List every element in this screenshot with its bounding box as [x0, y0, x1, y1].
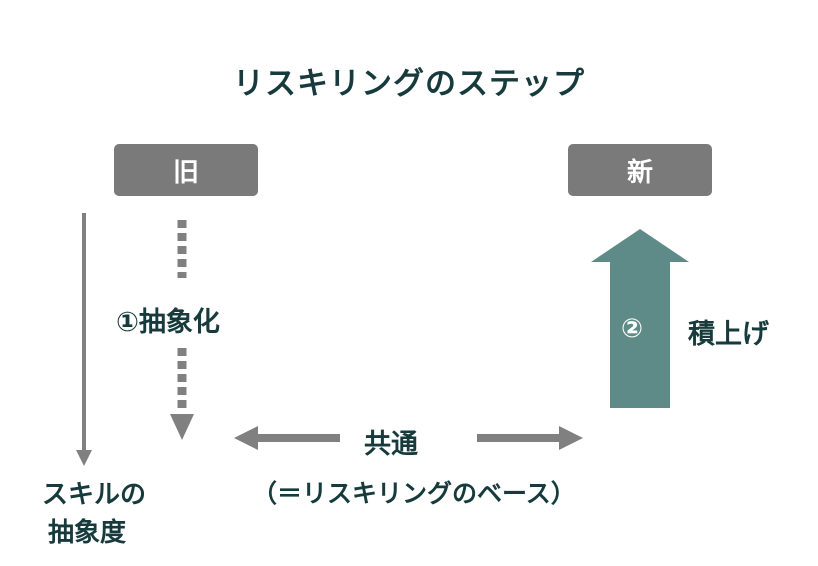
common-right-arrow: [477, 426, 583, 450]
step2-label: 積上げ: [688, 319, 769, 350]
step2-number: ②: [621, 314, 644, 344]
common-left-arrow: [234, 426, 340, 450]
axis-label-line1: スキルの: [42, 480, 147, 510]
diagram-title: リスキリングのステップ: [233, 66, 585, 102]
abstraction-axis-arrow: [76, 213, 92, 466]
axis-label-line2: 抽象度: [48, 518, 127, 548]
new-state-box: 新: [568, 144, 712, 196]
common-label: 共通: [364, 429, 418, 460]
new-state-label: 新: [626, 157, 653, 188]
step1-label: ①抽象化: [116, 307, 220, 338]
build-up-arrow: [591, 229, 689, 408]
common-sub-label: （＝リスキリングのベース）: [252, 479, 576, 508]
old-state-label: 旧: [172, 157, 199, 188]
abstraction-dotted-arrow: [170, 220, 194, 440]
old-state-box: 旧: [114, 144, 258, 196]
